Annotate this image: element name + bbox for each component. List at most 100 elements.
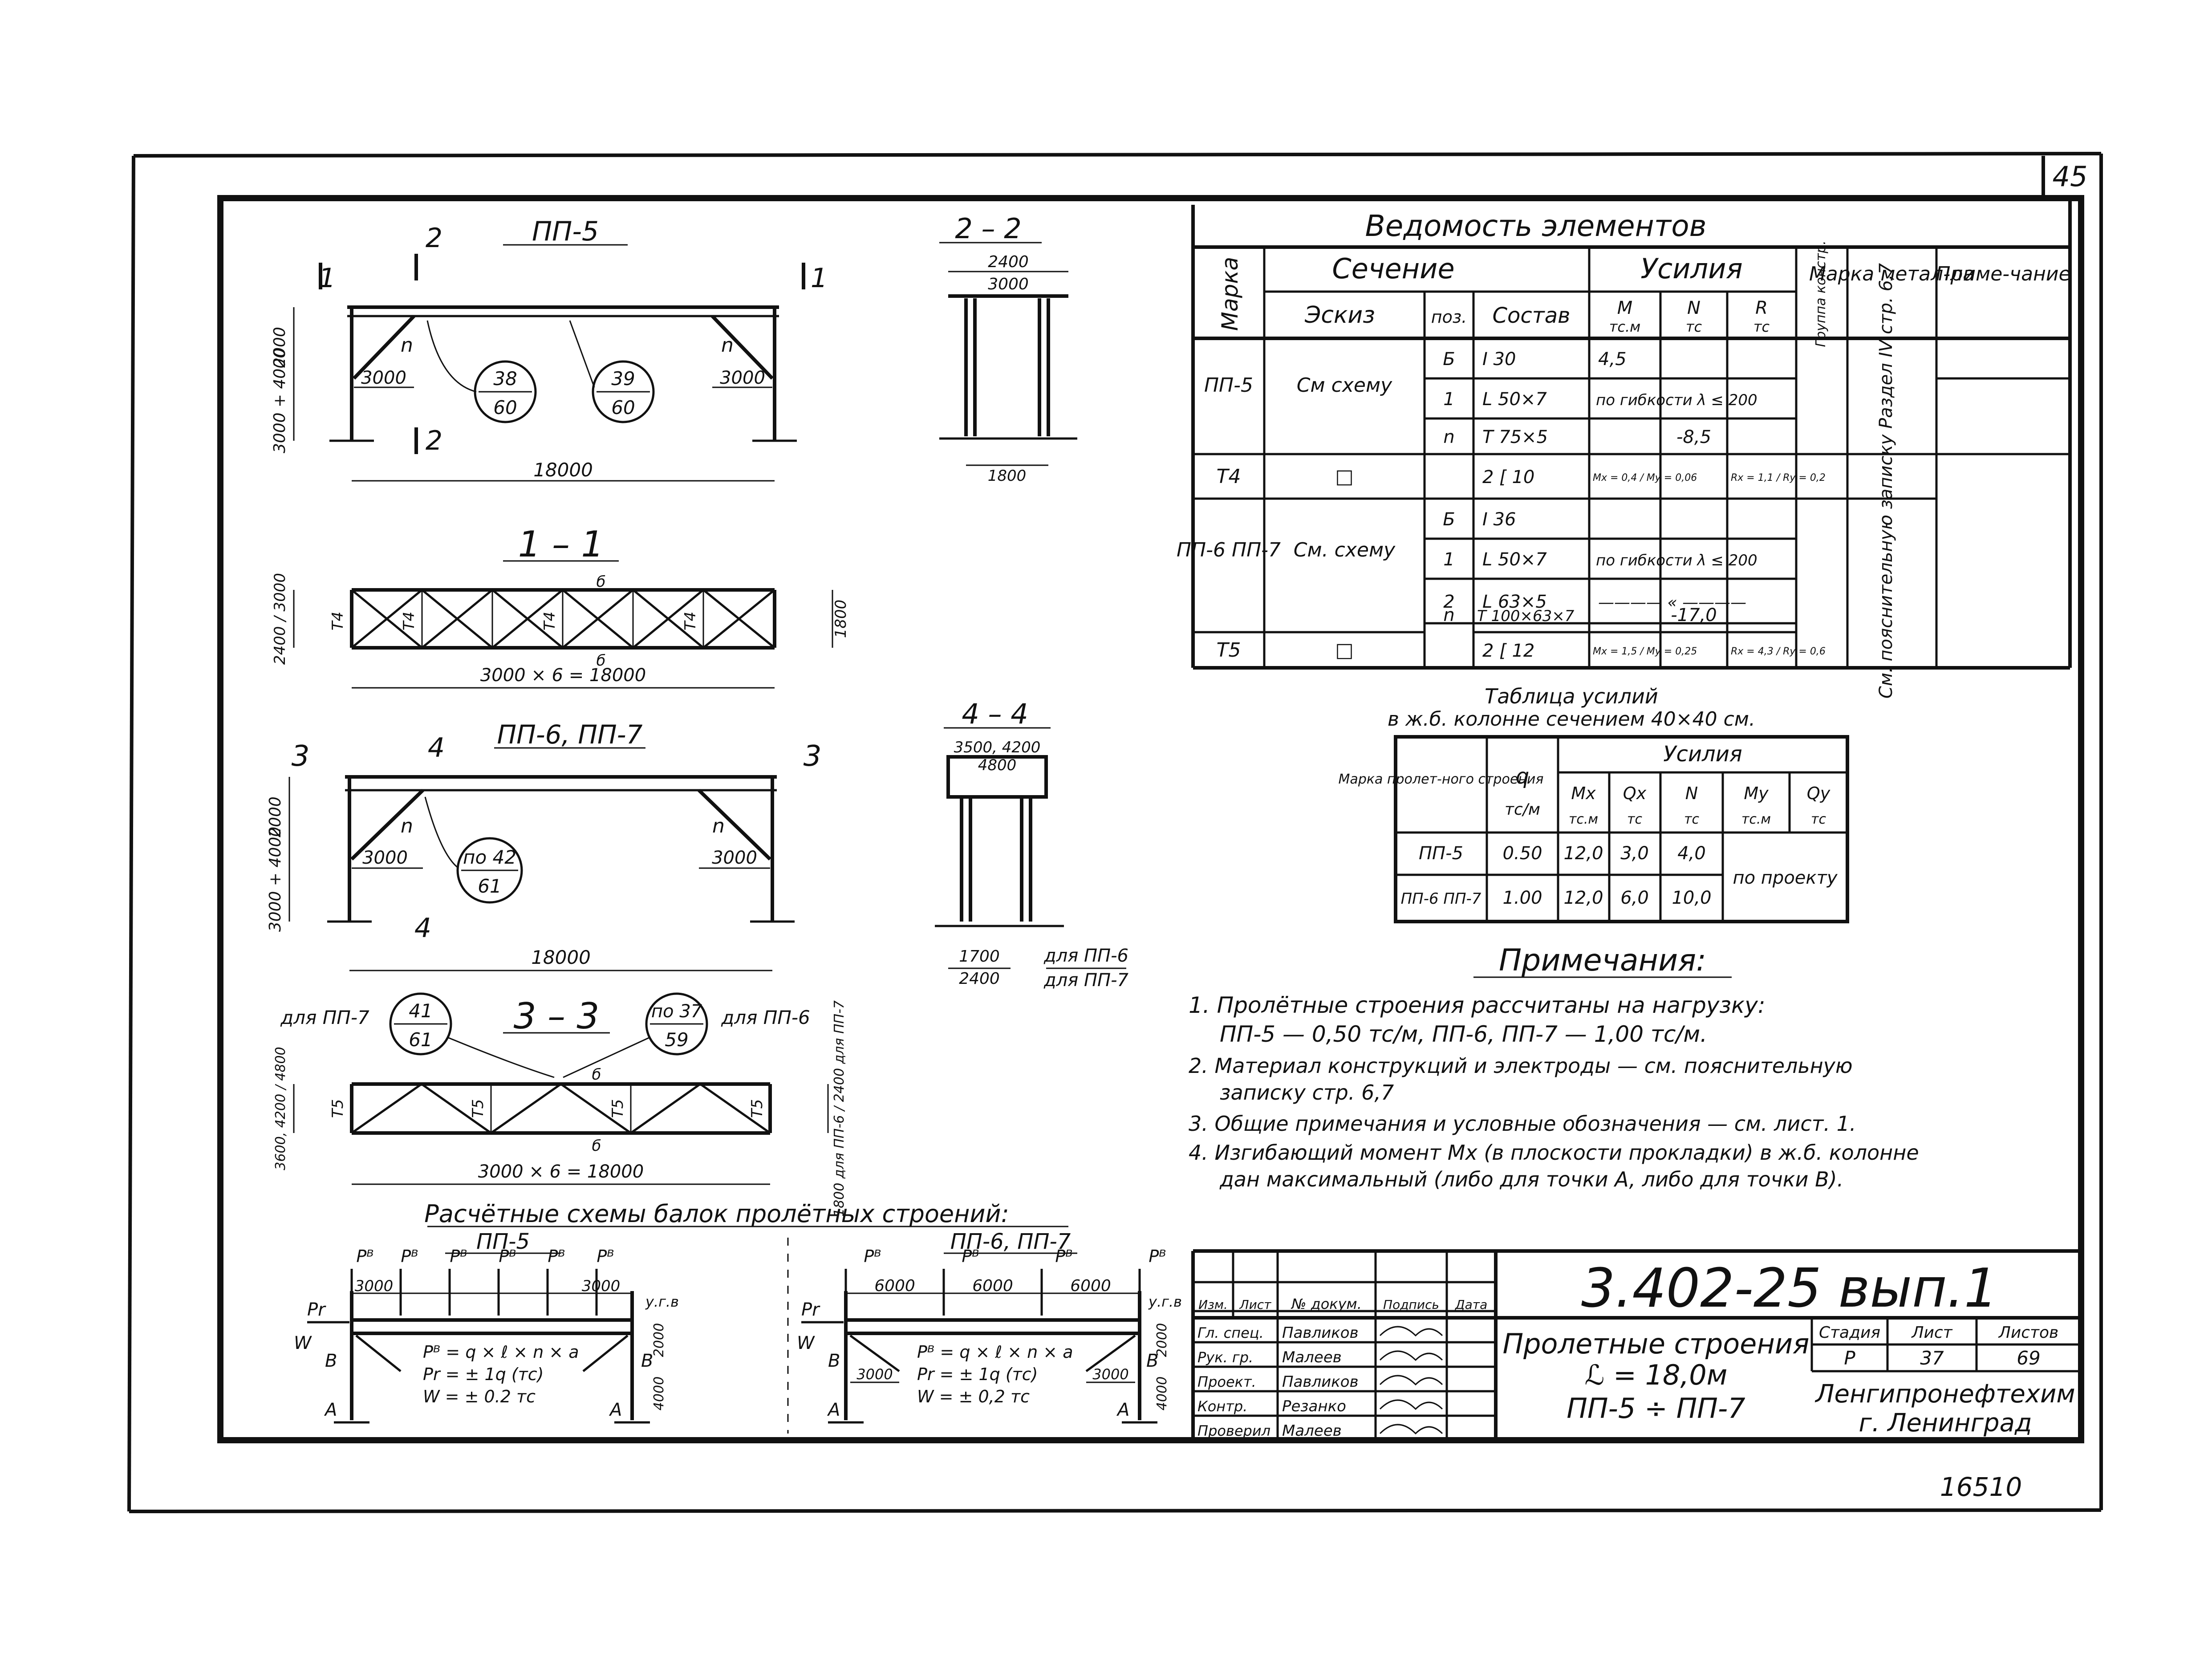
- section-3-3: 3 – 3 для ПП-7 для ПП-6 41 61 по 37 59 T…: [273, 992, 847, 1217]
- svg-text:Подпись: Подпись: [1383, 1297, 1439, 1312]
- section-3-3-title: 3 – 3: [514, 995, 600, 1037]
- svg-text:1800 для ПП-6 / 2400 для ПП-7: 1800 для ПП-6 / 2400 для ПП-7: [832, 1000, 847, 1217]
- svg-text:0.50: 0.50: [1502, 843, 1542, 864]
- svg-text:См схему: См схему: [1297, 374, 1392, 397]
- svg-text:n: n: [401, 334, 413, 357]
- svg-text:тс.м: тс.м: [1609, 318, 1641, 335]
- section-1-1-title: 1 – 1: [518, 524, 604, 565]
- svg-text:Mx = 0,4 / My = 0,06: Mx = 0,4 / My = 0,06: [1593, 472, 1697, 483]
- svg-text:Рук. гр.: Рук. гр.: [1197, 1349, 1253, 1366]
- svg-text:37: 37: [1920, 1347, 1944, 1369]
- svg-text:3000: 3000: [712, 848, 757, 868]
- svg-text:38: 38: [493, 368, 517, 390]
- svg-text:Pᴮ: Pᴮ: [401, 1247, 418, 1266]
- svg-text:ПП-6 ПП-7: ПП-6 ПП-7: [1401, 890, 1481, 908]
- svg-text:12,0: 12,0: [1563, 888, 1603, 908]
- svg-text:2000: 2000: [1154, 1323, 1170, 1357]
- svg-text:6000: 6000: [874, 1277, 915, 1295]
- svg-text:4,0: 4,0: [1677, 843, 1706, 864]
- svg-text:Pr = ± 1q (тс): Pr = ± 1q (тс): [423, 1365, 544, 1384]
- svg-text:1700: 1700: [959, 947, 1000, 966]
- svg-text:тс: тс: [1686, 318, 1702, 335]
- vertical-note: См. пояснительную записку Раздел IV стр.…: [1876, 263, 1896, 699]
- svg-text:18000: 18000: [531, 946, 591, 968]
- svg-text:N: N: [1687, 298, 1701, 318]
- section-4-4: 4 – 4 3500, 4200 4800 1700 2400 для ПП-6…: [935, 698, 1129, 991]
- svg-text:18000: 18000: [533, 459, 593, 481]
- svg-text:T5: T5: [748, 1099, 766, 1118]
- svg-text:Pᴮ: Pᴮ: [548, 1247, 565, 1266]
- svg-text:по 42: по 42: [463, 846, 516, 868]
- svg-text:2 [ 12: 2 [ 12: [1482, 641, 1534, 661]
- svg-text:3000 × 6 = 18000: 3000 × 6 = 18000: [478, 1162, 644, 1182]
- svg-text:T5: T5: [329, 1099, 347, 1118]
- svg-text:3000: 3000: [362, 848, 408, 868]
- svg-text:6,0: 6,0: [1620, 888, 1649, 908]
- svg-text:Павликов: Павликов: [1282, 1324, 1359, 1342]
- svg-text:A: A: [1116, 1400, 1129, 1420]
- svg-text:№ докум.: № докум.: [1291, 1296, 1362, 1312]
- svg-text:2400 / 3000: 2400 / 3000: [271, 573, 289, 665]
- sheet-number: 45: [2053, 160, 2088, 193]
- pp5-elevation: ПП-5 1 1 2 2 n n 3000 3000 38 60 39 6: [271, 216, 828, 482]
- svg-text:для ПП-7: для ПП-7: [280, 1007, 369, 1028]
- svg-text:для ПП-6: для ПП-6: [721, 1007, 810, 1028]
- svg-text:2400: 2400: [988, 253, 1029, 271]
- svg-text:L 50×7: L 50×7: [1482, 389, 1547, 410]
- svg-text:T5: T5: [609, 1099, 627, 1118]
- svg-text:Проект.: Проект.: [1197, 1373, 1256, 1390]
- svg-text:A: A: [827, 1400, 840, 1420]
- note-4: 4. Изгибающий момент Mx (в плоскости про…: [1189, 1141, 1919, 1165]
- node-37-59: [645, 992, 708, 1056]
- design-schemes: Расчётные схемы балок пролётных строений…: [294, 1200, 1182, 1434]
- svg-text:2000: 2000: [266, 796, 284, 837]
- svg-text:3000: 3000: [856, 1366, 893, 1383]
- svg-text:ПП-5: ПП-5: [1419, 843, 1463, 864]
- svg-text:по гибкости λ ≤ 200: по гибкости λ ≤ 200: [1596, 391, 1757, 409]
- svg-text:Усилия: Усилия: [1640, 252, 1742, 285]
- svg-text:A: A: [609, 1400, 622, 1420]
- svg-text:2000: 2000: [651, 1323, 667, 1357]
- notes-block: Примечания: 1. Пролётные строения рассчи…: [1189, 943, 1919, 1191]
- svg-text:Rx = 4,3 / Ry = 0,6: Rx = 4,3 / Ry = 0,6: [1731, 646, 1826, 657]
- svg-text:Pᴮ: Pᴮ: [1149, 1247, 1166, 1266]
- svg-text:Марка пролет-ного строения: Марка пролет-ного строения: [1339, 772, 1544, 787]
- elements-table: Ведомость элементов Марка Сечение Эскиз …: [1177, 200, 2072, 699]
- node-39-60: [592, 360, 655, 423]
- svg-text:4: 4: [428, 732, 445, 764]
- svg-text:Pᴮ = q × ℓ × n × a: Pᴮ = q × ℓ × n × a: [917, 1342, 1073, 1362]
- svg-text:4,5: 4,5: [1598, 349, 1627, 370]
- svg-text:n: n: [401, 815, 413, 837]
- node-42-61: [456, 837, 523, 904]
- svg-text:-8,5: -8,5: [1676, 427, 1711, 447]
- svg-text:Малеев: Малеев: [1282, 1348, 1342, 1366]
- svg-text:6000: 6000: [1070, 1277, 1111, 1295]
- svg-text:ПП-5: ПП-5: [1204, 374, 1253, 397]
- organization: Ленгипронефтехим: [1814, 1380, 2075, 1409]
- svg-text:б: б: [592, 1137, 601, 1155]
- svg-text:B: B: [1146, 1351, 1158, 1371]
- svg-text:3: 3: [804, 740, 822, 773]
- svg-text:n: n: [1443, 605, 1454, 625]
- svg-text:10,0: 10,0: [1672, 888, 1711, 908]
- svg-text:Листов: Листов: [1998, 1324, 2058, 1342]
- svg-text:тс.м: тс.м: [1741, 812, 1771, 827]
- svg-text:39: 39: [611, 368, 635, 390]
- svg-text:3000: 3000: [582, 1277, 621, 1295]
- svg-text:Pᴮ: Pᴮ: [499, 1247, 516, 1266]
- svg-text:n: n: [712, 815, 725, 837]
- svg-text:L 63×5: L 63×5: [1482, 592, 1547, 612]
- note-1-cont: ПП-5 — 0,50 тс/м, ПП-6, ПП-7 — 1,00 тс/м…: [1220, 1021, 1707, 1047]
- svg-text:г. Ленинград: г. Ленинград: [1859, 1409, 2032, 1438]
- svg-text:4000: 4000: [1154, 1377, 1170, 1410]
- elements-table-title: Ведомость элементов: [1365, 209, 1707, 243]
- svg-text:-17,0: -17,0: [1671, 605, 1717, 625]
- svg-text:T4: T4: [400, 612, 418, 630]
- svg-text:Стадия: Стадия: [1819, 1324, 1880, 1342]
- sheet-top-edge: [133, 152, 2102, 158]
- svg-text:60: 60: [493, 397, 517, 418]
- svg-text:n: n: [721, 334, 734, 357]
- svg-text:4: 4: [414, 913, 431, 944]
- pp67-elevation: ПП-6, ПП-7 3 3 4 4 n n 3000 3000 по 42 6…: [266, 719, 821, 971]
- svg-text:3,0: 3,0: [1620, 843, 1649, 864]
